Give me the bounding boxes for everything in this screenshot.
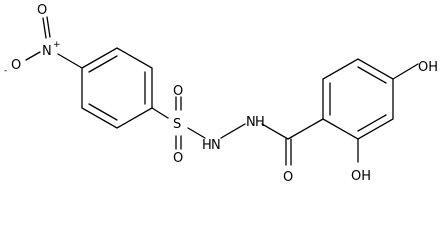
atom-nh-amide-h: H: [255, 115, 265, 130]
atom-sulfur: S: [173, 117, 181, 132]
atom-nitro-n: N: [42, 44, 52, 59]
charge-plus: +: [53, 40, 61, 50]
atom-nh-amide-n: N: [246, 115, 256, 130]
ring-dihydroxyphenyl-double-3: [357, 114, 387, 132]
ring-dihydroxyphenyl: [322, 58, 394, 140]
molecule-diagram: O - N + O S O O N H N H O OH OH: [4, 3, 438, 185]
charge-minus: -: [4, 66, 7, 76]
atom-carbonyl-o: O: [283, 170, 293, 185]
bond-ring-sulfur: [151, 107, 169, 119]
bond-nitro-o-minus: [25, 51, 41, 61]
bond-nh-nh: [220, 123, 246, 139]
atom-oh-bottom: OH: [351, 169, 371, 184]
ring-dihydroxyphenyl-double-2: [357, 66, 387, 84]
atom-nh-sulfonamide-h: H: [202, 138, 212, 153]
bond-sulfur-nh: [187, 127, 206, 139]
ring-nitrophenyl-double-3: [88, 103, 118, 121]
ring-nitrophenyl-double-1: [88, 55, 118, 73]
structure-canvas: O - N + O S O O N H N H O OH OH: [4, 3, 438, 185]
atom-nh-sulfonamide-n: N: [211, 138, 221, 153]
atom-oh-top: OH: [418, 60, 438, 75]
bond-oh-top: [392, 63, 419, 80]
bond-nh-carbonyl: [261, 123, 289, 140]
atom-o-minus: O: [11, 58, 21, 73]
atom-sulfonyl-o-bottom: O: [173, 151, 183, 166]
atom-nitro-o-top: O: [37, 3, 47, 18]
bond-nitro-o-top: [42, 17, 47, 39]
atom-sulfonyl-o-top: O: [173, 84, 183, 99]
bond-nitro-ring: [57, 53, 83, 69]
bond-nitro-o-top-2: [46, 16, 51, 38]
ring-nitrophenyl: [81, 47, 153, 129]
bond-carbonyl-ring: [287, 118, 324, 140]
